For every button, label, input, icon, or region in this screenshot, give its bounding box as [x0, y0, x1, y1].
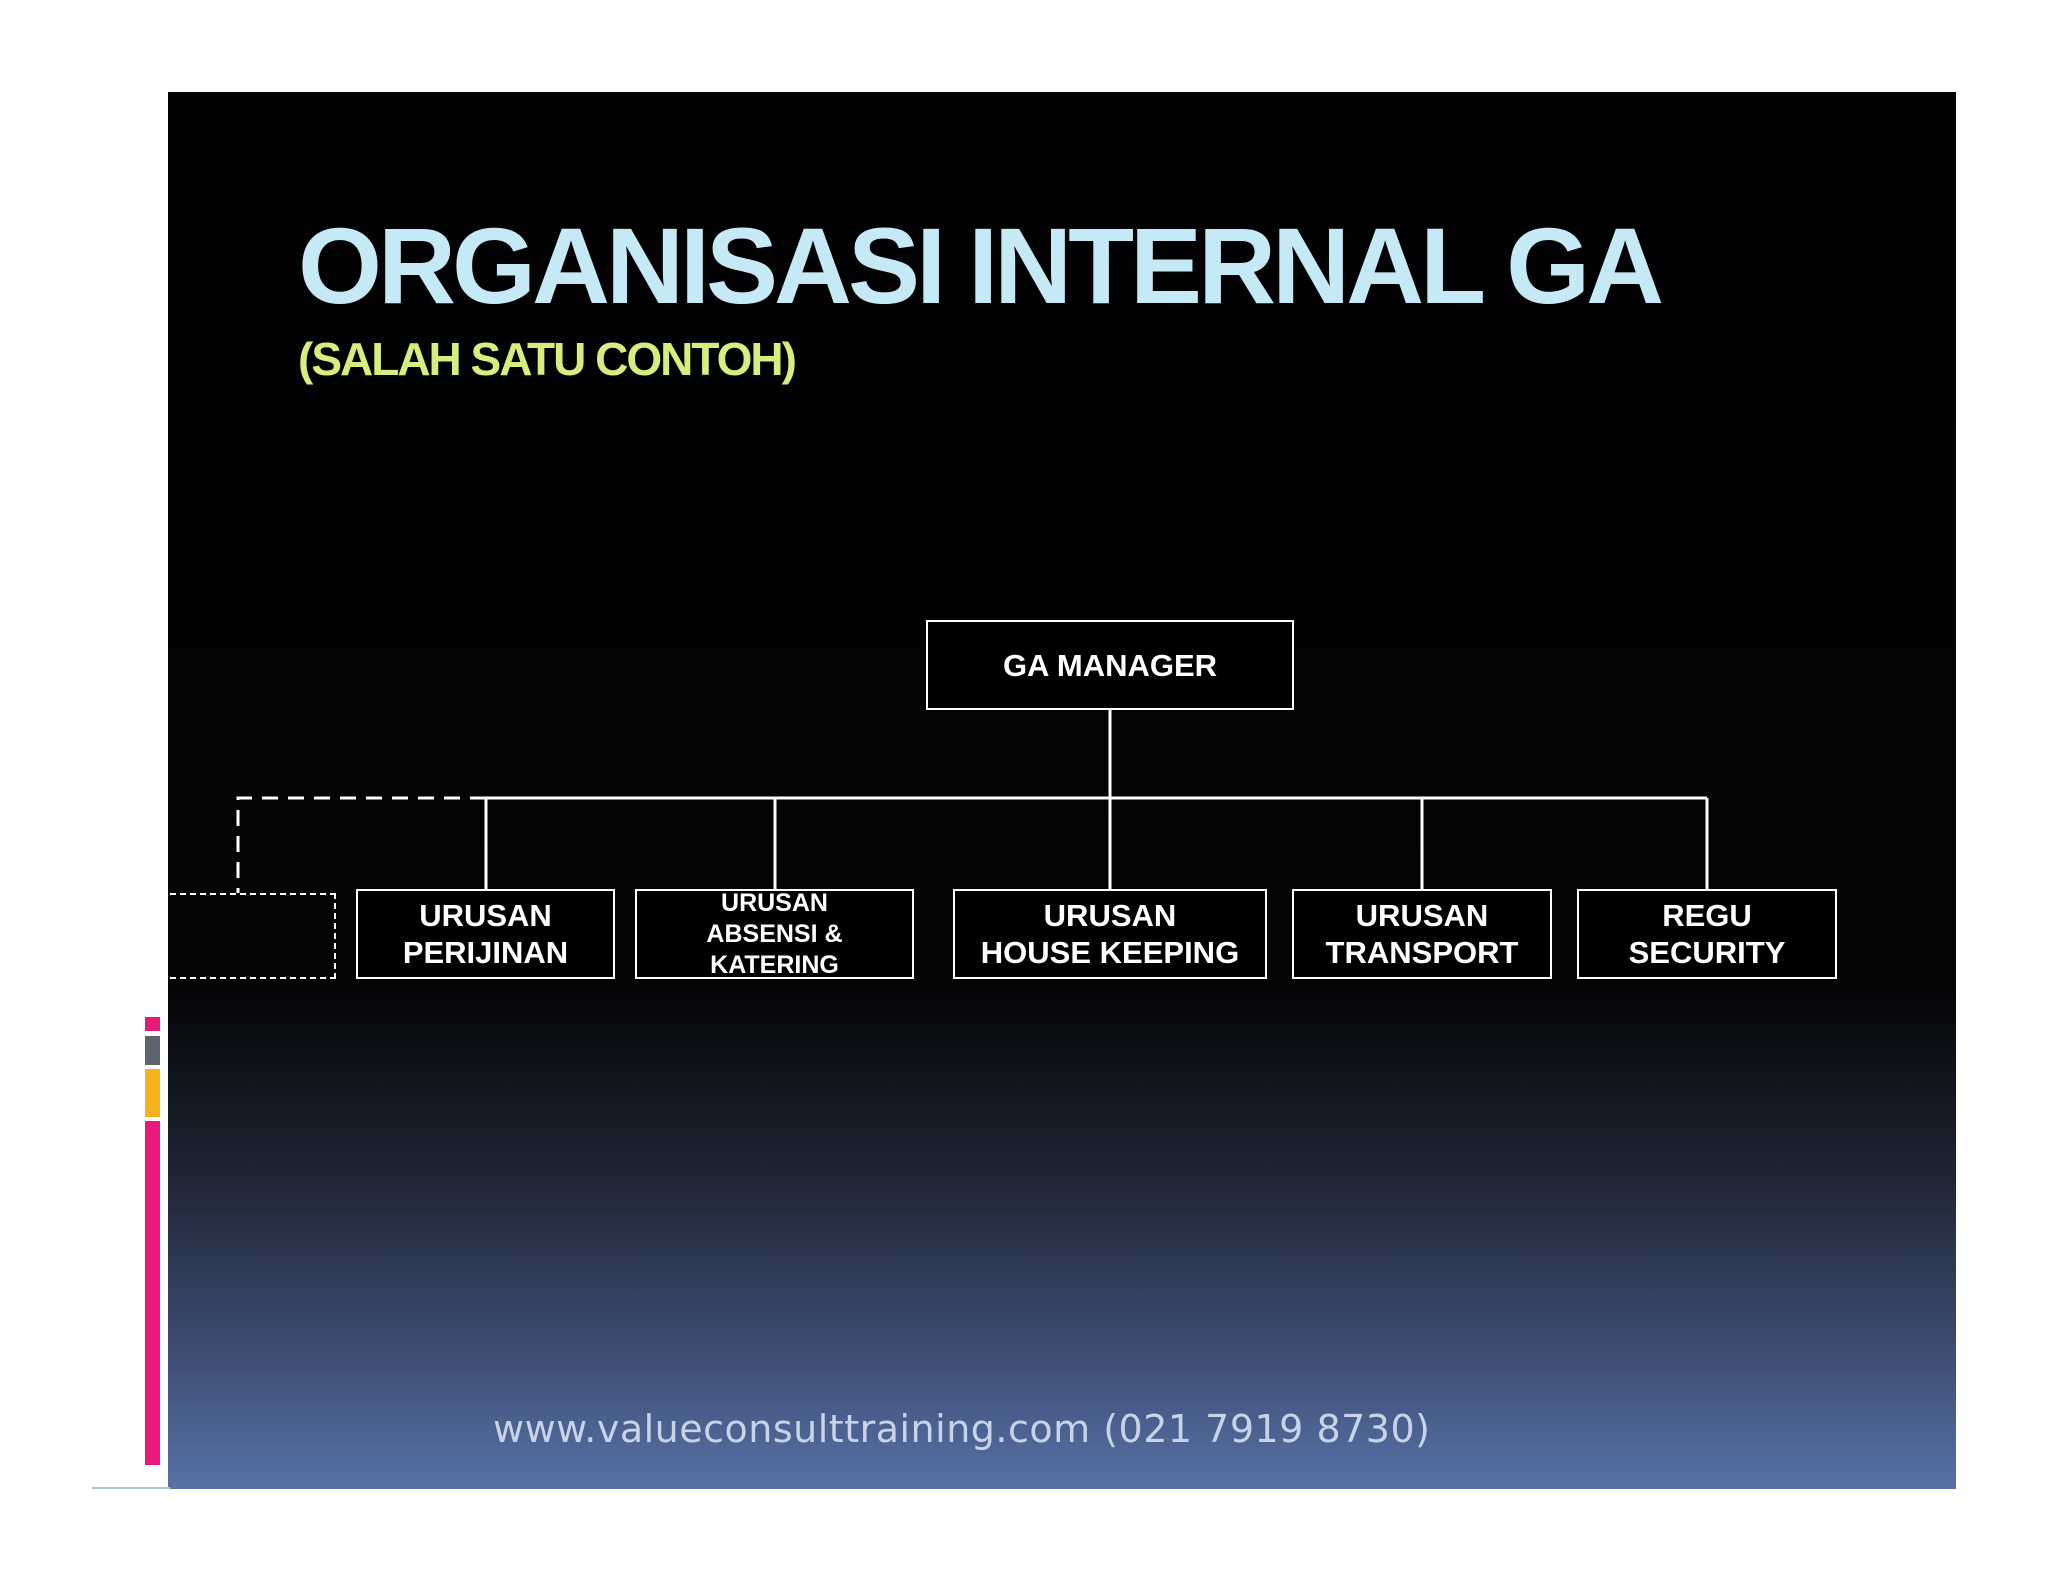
dashed-branch-line: [236, 796, 486, 893]
org-node-regu-security-label: REGU SECURITY: [1628, 898, 1786, 970]
accent-strip-pink-long: [145, 1121, 160, 1465]
org-node-urusan-house-keeping: URUSAN HOUSE KEEPING: [953, 889, 1267, 979]
org-node-urusan-perijinan-label: URUSAN PERIJINAN: [402, 898, 569, 970]
slide-baseline: [92, 1487, 170, 1489]
barcode-decoration: [137, 222, 168, 306]
accent-strip-orange: [145, 1069, 160, 1117]
org-node-regu-security: REGU SECURITY: [1577, 889, 1837, 979]
placeholder-dashed-box: [140, 893, 336, 979]
org-node-urusan-perijinan: URUSAN PERIJINAN: [356, 889, 615, 979]
org-node-urusan-absensi-katering-label: URUSAN ABSENSI & KATERING: [706, 888, 843, 979]
accent-strip-gray: [145, 1036, 160, 1065]
org-node-urusan-transport: URUSAN TRANSPORT: [1292, 889, 1552, 979]
org-node-urusan-house-keeping-label: URUSAN HOUSE KEEPING: [980, 898, 1240, 970]
org-node-urusan-transport-label: URUSAN TRANSPORT: [1325, 898, 1519, 970]
org-node-ga-manager-label: GA MANAGER: [1002, 647, 1218, 683]
slide-background: [168, 92, 1956, 1489]
slide-subtitle: (SALAH SATU CONTOH): [298, 333, 797, 385]
org-node-urusan-absensi-katering: URUSAN ABSENSI & KATERING: [635, 889, 914, 979]
org-node-ga-manager: GA MANAGER: [926, 620, 1294, 710]
footer-website-phone: www.valueconsulttraining.com (021 7919 8…: [493, 1407, 1431, 1451]
accent-strip-pink-top: [145, 1017, 160, 1031]
slide-title: ORGANISASI INTERNAL GA: [298, 205, 1664, 326]
